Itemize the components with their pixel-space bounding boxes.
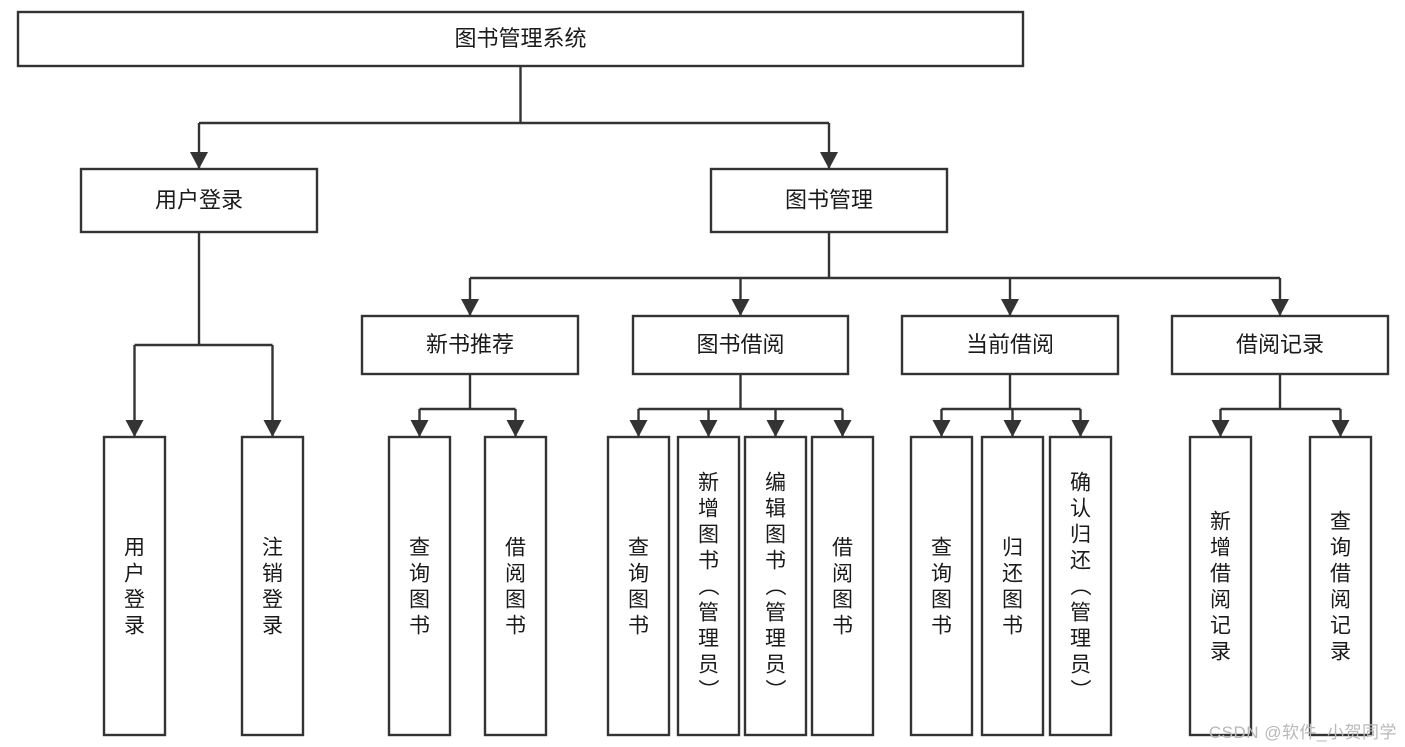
node-leaf-borrow-book-2[interactable]: 借阅图书 [810,435,875,737]
node-box-current-borrow [900,314,1120,376]
node-leaf-logout-login[interactable]: 注销登录 [240,435,305,737]
arrow-icon-leaf-query-book-2 [629,420,648,437]
node-book-borrow[interactable]: 图书借阅 [631,314,850,376]
node-label-leaf-edit-book: 编辑图书（管理员） [765,471,787,702]
node-label-current-borrow: 当前借阅 [966,332,1054,357]
node-box-leaf-borrow-book-1 [483,435,548,737]
node-label-leaf-query-record: 查询借阅记录 [1330,510,1351,663]
node-leaf-confirm-return[interactable]: 确认归还（管理员） [1048,435,1113,737]
connector-layer [125,66,1350,437]
node-leaf-query-record[interactable]: 查询借阅记录 [1308,435,1373,737]
arrow-icon-book-borrow [731,299,750,316]
arrow-icon-current-borrow [1001,299,1019,316]
node-label-leaf-logout-login: 注销登录 [262,536,283,637]
arrow-icon-leaf-borrow-book-2 [833,420,852,437]
arrow-icon-leaf-edit-book [766,420,785,437]
node-leaf-query-book-1[interactable]: 查询图书 [387,435,452,737]
node-label-leaf-add-book: 新增图书（管理员） [698,471,720,702]
arrow-icon-leaf-borrow-book-1 [506,420,525,437]
node-box-leaf-confirm-return [1048,435,1113,737]
node-leaf-return-book[interactable]: 归还图书 [980,435,1045,737]
arrow-icon-borrow-record [1271,299,1289,316]
arrow-icon-leaf-add-record [1211,420,1230,437]
node-borrow-record[interactable]: 借阅记录 [1170,314,1390,376]
node-label-leaf-query-book-2: 查询图书 [628,536,649,637]
node-box-leaf-query-record [1308,435,1373,737]
arrow-icon-leaf-logout-login [263,420,282,437]
node-layer: 图书管理系统用户登录图书管理新书推荐图书借阅当前借阅借阅记录用户登录注销登录查询… [16,10,1390,737]
node-label-user-login: 用户登录 [155,187,243,212]
node-root[interactable]: 图书管理系统 [16,10,1025,68]
node-box-leaf-add-record [1188,435,1253,737]
node-box-leaf-logout-login [240,435,305,737]
node-box-leaf-user-login [102,435,167,737]
node-book-manage[interactable]: 图书管理 [709,167,949,234]
node-user-login[interactable]: 用户登录 [79,167,319,234]
node-label-leaf-return-book: 归还图书 [1002,536,1023,637]
arrow-icon-book-manage [820,152,838,169]
node-leaf-borrow-book-1[interactable]: 借阅图书 [483,435,548,737]
node-label-leaf-user-login: 用户登录 [124,536,145,637]
node-new-book-rec[interactable]: 新书推荐 [360,314,580,376]
node-label-new-book-rec: 新书推荐 [426,332,514,357]
arrow-icon-new-book-rec [461,299,479,316]
node-box-leaf-query-book-2 [606,435,671,737]
node-box-leaf-query-book-3 [909,435,974,737]
node-label-leaf-query-book-1: 查询图书 [409,536,430,637]
node-box-leaf-edit-book [743,435,808,737]
csdn-watermark: CSDN @软件_小贺同学 [1208,723,1397,742]
node-label-leaf-add-record: 新增借阅记录 [1210,510,1231,663]
node-label-leaf-borrow-book-1: 借阅图书 [505,536,526,637]
node-label-book-borrow: 图书借阅 [696,332,784,357]
arrow-icon-leaf-add-book [699,420,718,437]
node-box-borrow-record [1170,314,1390,376]
node-leaf-add-record[interactable]: 新增借阅记录 [1188,435,1253,737]
node-box-leaf-query-book-1 [387,435,452,737]
node-label-leaf-query-book-3: 查询图书 [931,536,952,637]
arrow-icon-leaf-user-login [125,420,144,437]
arrow-icon-user-login [190,152,208,169]
node-box-root [16,10,1025,68]
node-leaf-edit-book[interactable]: 编辑图书（管理员） [743,435,808,737]
arrow-icon-leaf-return-book [1003,420,1022,437]
node-leaf-user-login[interactable]: 用户登录 [102,435,167,737]
node-box-leaf-add-book [676,435,741,737]
node-leaf-query-book-3[interactable]: 查询图书 [909,435,974,737]
node-leaf-add-book[interactable]: 新增图书（管理员） [676,435,741,737]
node-box-leaf-return-book [980,435,1045,737]
arrow-icon-leaf-query-book-3 [932,420,951,437]
node-box-book-borrow [631,314,850,376]
node-label-leaf-borrow-book-2: 借阅图书 [832,536,853,637]
node-current-borrow[interactable]: 当前借阅 [900,314,1120,376]
node-label-book-manage: 图书管理 [785,187,873,212]
node-box-user-login [79,167,319,234]
node-box-new-book-rec [360,314,580,376]
node-label-borrow-record: 借阅记录 [1236,332,1324,357]
arrow-icon-leaf-query-record [1331,420,1350,437]
arrow-icon-leaf-query-book-1 [410,420,429,437]
node-label-root: 图书管理系统 [454,26,586,51]
node-label-leaf-confirm-return: 确认归还（管理员） [1070,471,1092,702]
arrow-icon-leaf-confirm-return [1071,420,1090,437]
node-box-book-manage [709,167,949,234]
node-leaf-query-book-2[interactable]: 查询图书 [606,435,671,737]
node-box-leaf-borrow-book-2 [810,435,875,737]
